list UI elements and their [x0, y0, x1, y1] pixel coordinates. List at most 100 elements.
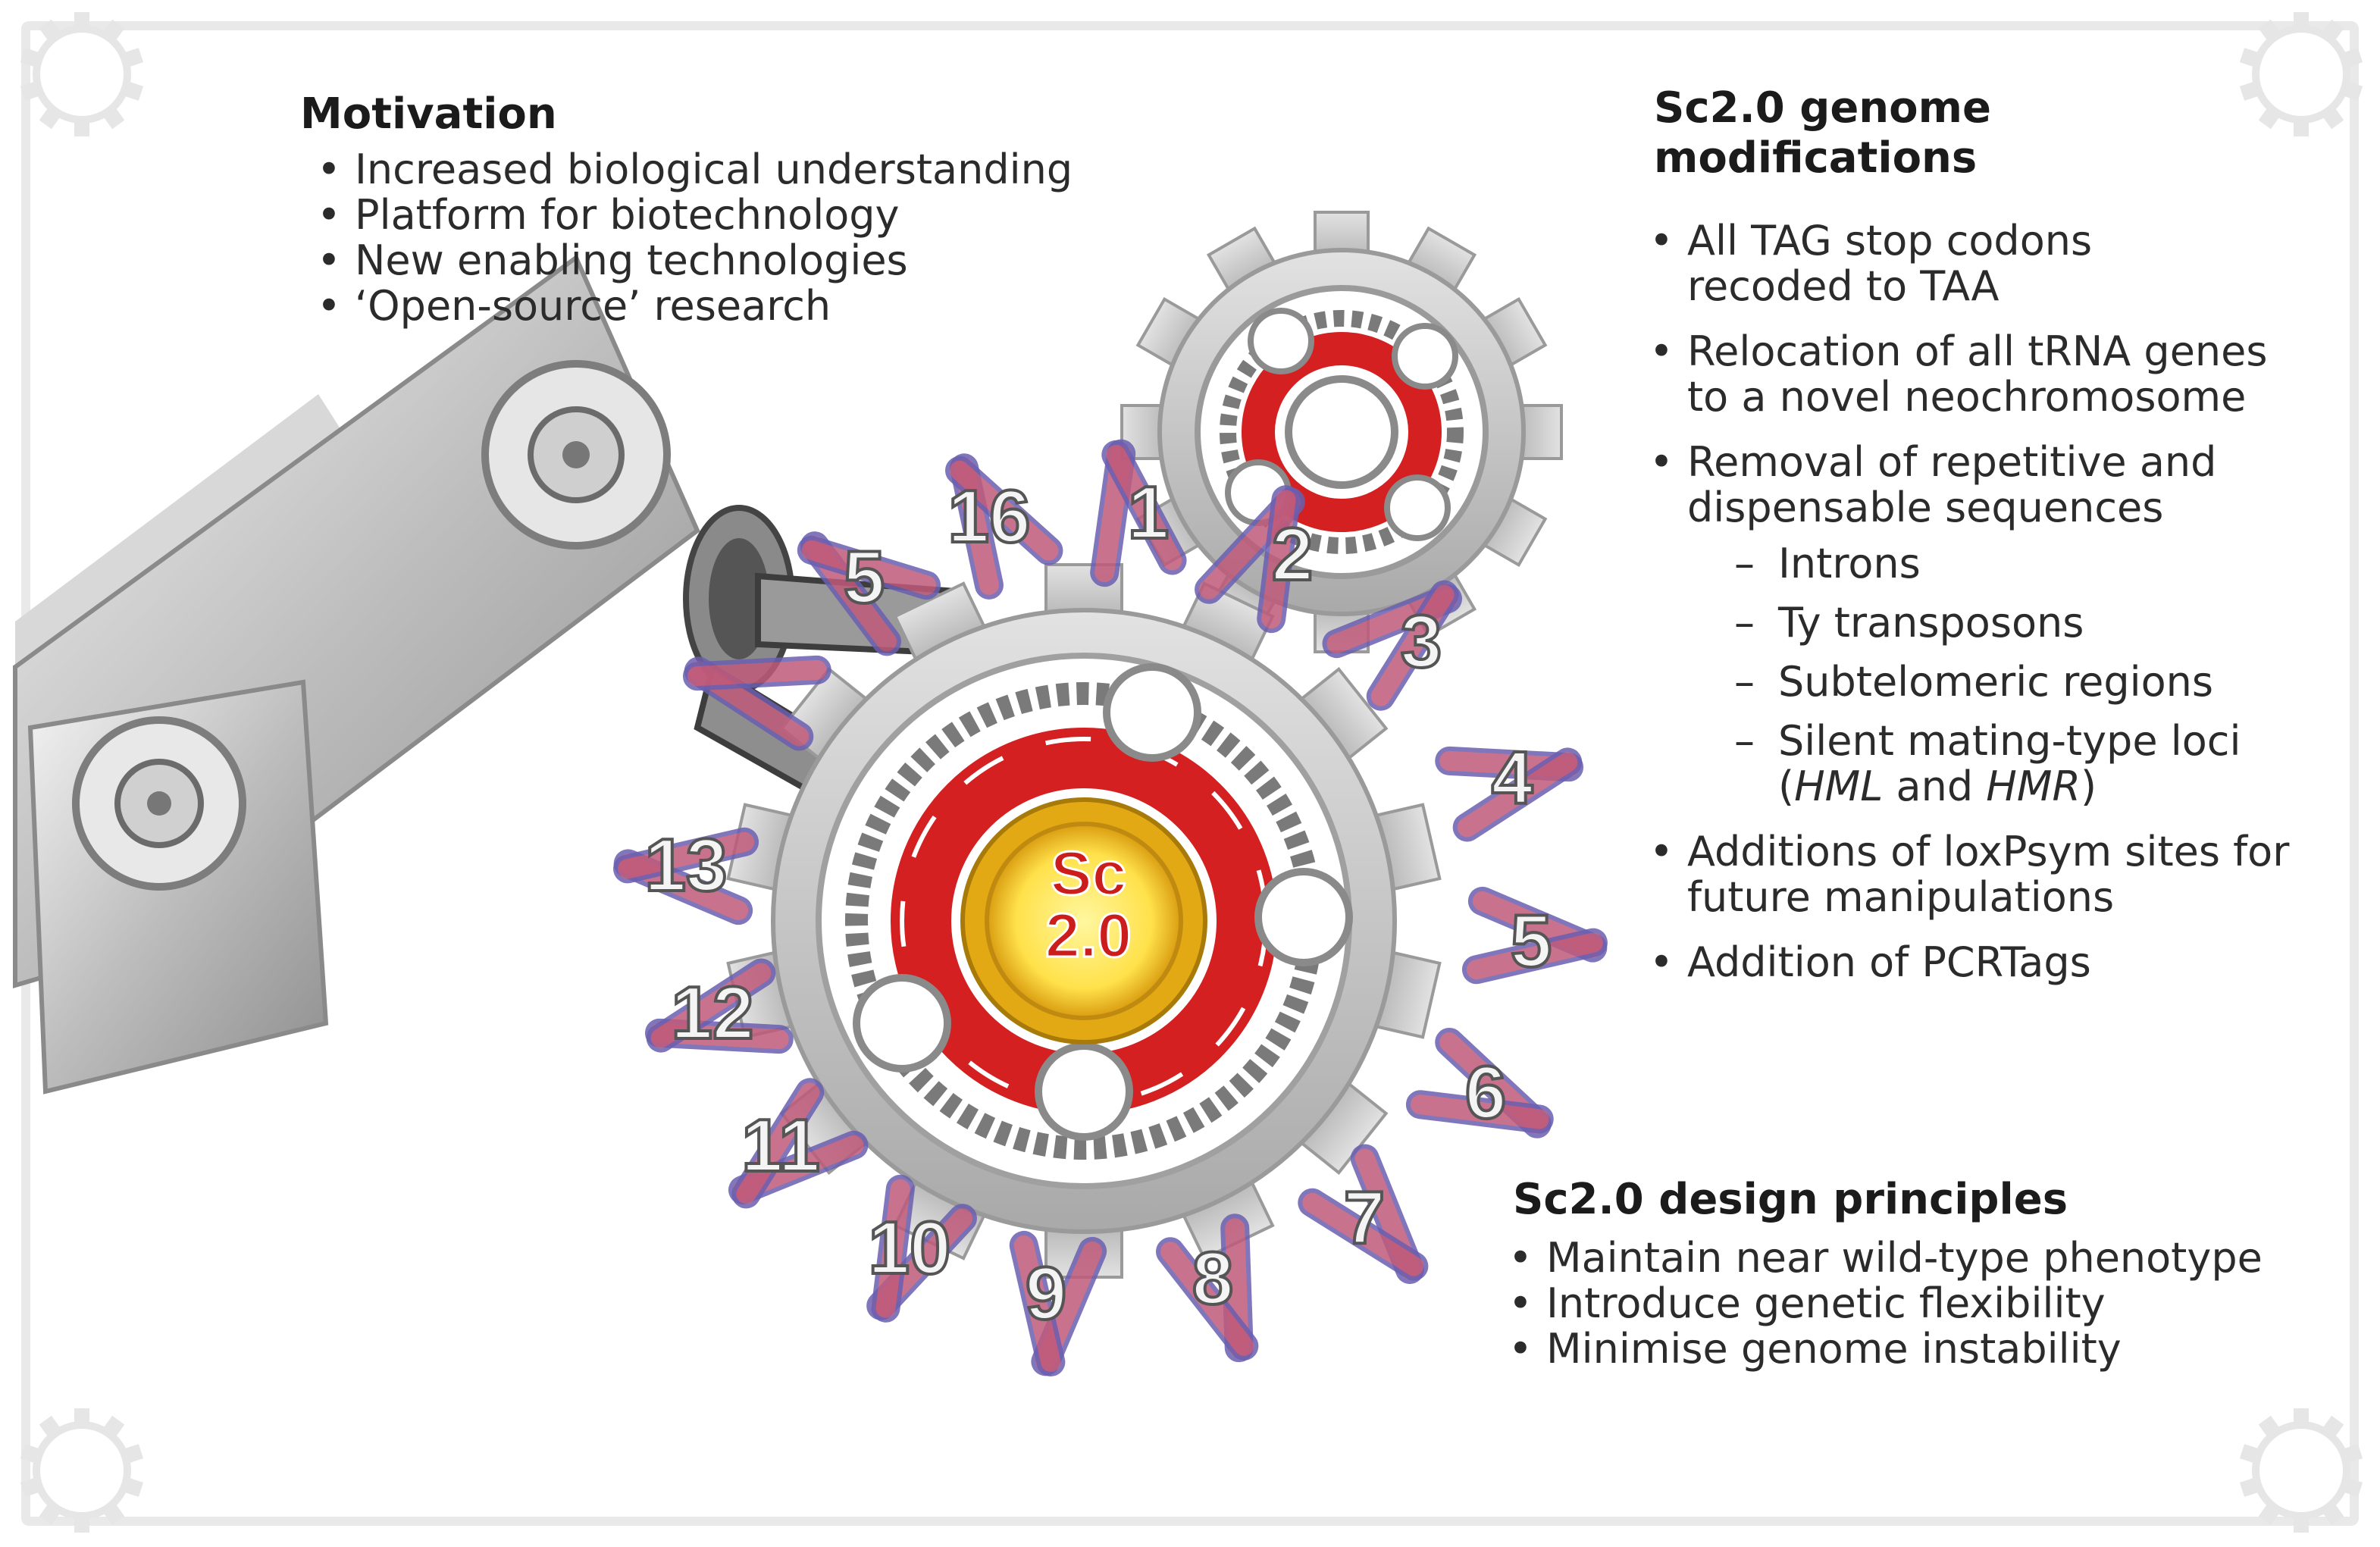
- sub-item-silent-loci: Silent mating-type loci(HML and HMR): [1734, 717, 2336, 810]
- chromosome-number-12: 12: [671, 971, 753, 1054]
- chromosome-icon: [945, 453, 1063, 600]
- chromatid: [1405, 1090, 1554, 1134]
- list-item-line2: future manipulations: [1687, 873, 2115, 921]
- chromosome-icon: [1298, 1144, 1429, 1285]
- chromosome-number-11: 11: [741, 1104, 820, 1187]
- hmr-label: HMR: [1986, 763, 2081, 810]
- corner-gear-tooth: [20, 48, 44, 69]
- removal-sublist: Introns Ty transposons Subtelomeric regi…: [1734, 541, 2336, 810]
- corner-gear-tooth: [100, 1500, 125, 1526]
- corner-gear-tooth: [2339, 48, 2363, 69]
- robotic-arm-icon: [13, 254, 1066, 1094]
- chromatid: [1009, 1230, 1066, 1376]
- corner-gear-tooth: [100, 1415, 125, 1441]
- chromosome-number-10: 10: [868, 1206, 950, 1289]
- chromatid: [646, 958, 776, 1053]
- list-item-line1: Relocation of all tRNA genes: [1687, 327, 2268, 375]
- principles-panel: Sc2.0 design principles Maintain near wi…: [1508, 1175, 2347, 1373]
- chromosome-number-1: 1: [1128, 471, 1170, 554]
- corner-gear-tooth: [2319, 19, 2344, 45]
- sub-item-ty: Ty transposons: [1734, 600, 2336, 647]
- corner-gear-tooth: [2239, 48, 2263, 69]
- corner-gear-tooth: [120, 1444, 144, 1465]
- corner-gear-tooth: [100, 104, 125, 130]
- sub-item-subtelomeric: Subtelomeric regions: [1734, 659, 2336, 706]
- chromosome-icon: [797, 531, 941, 656]
- list-item: Addition of PCRTags: [1649, 938, 2336, 986]
- chromosome-icon: [1156, 1213, 1259, 1363]
- corner-gear-tooth: [39, 19, 64, 45]
- list-item-line2: dispensable sequences: [1687, 484, 2164, 531]
- list-item-line2: recoded to TAA: [1687, 262, 2000, 310]
- chromosome-icon: [1195, 485, 1305, 634]
- corner-gear-tooth: [2239, 80, 2263, 101]
- corner-gear-tooth: [2339, 1476, 2363, 1497]
- chromosome-icon: [866, 1174, 977, 1323]
- chromatid: [682, 655, 831, 691]
- chromatid: [871, 1174, 915, 1323]
- corner-gear-tooth: [100, 19, 125, 45]
- corner-gear-tooth: [120, 1476, 144, 1497]
- chromatid: [1452, 747, 1583, 842]
- chromatid: [1461, 928, 1608, 985]
- main-gear-icon: [726, 563, 1442, 1279]
- chromosome-icon: [1009, 1230, 1107, 1376]
- sub-item-silent-line1: Silent mating-type loci: [1778, 717, 2241, 765]
- corner-gear-tooth: [39, 1415, 64, 1441]
- motivation-title: Motivation: [300, 89, 557, 139]
- corner-gear-tooth: [2258, 1415, 2283, 1441]
- list-item: Minimise genome instability: [1508, 1326, 2347, 1373]
- chromosome-number-8: 8: [1192, 1236, 1234, 1320]
- hml-label: HML: [1794, 763, 1884, 810]
- chromosome-number-4: 4: [1492, 736, 1533, 819]
- chromosome-number-15: 5: [844, 535, 885, 618]
- motivation-panel: Motivation Increased biological understa…: [300, 89, 1286, 329]
- corner-gear-tooth: [2319, 1500, 2344, 1526]
- modifications-title-line2: modifications: [1654, 133, 1978, 183]
- list-item: Relocation of all tRNA genes to a novel …: [1649, 327, 2336, 420]
- modifications-title-line1: Sc2.0 genome: [1654, 83, 1991, 133]
- corner-gear-tooth: [2294, 1513, 2309, 1533]
- corner-gear-tooth: [39, 1500, 64, 1526]
- chromosome-ring: [613, 439, 1608, 1376]
- corner-gear-tooth: [74, 12, 89, 32]
- chromosome-icon: [1090, 439, 1187, 587]
- modifications-title: Sc2.0 genome modifications: [1654, 83, 2336, 183]
- and-label: and: [1883, 763, 1987, 810]
- chromosome-number-2: 2: [1272, 512, 1314, 596]
- modifications-list: All TAG stop codons recoded to TAA Reloc…: [1649, 218, 2336, 986]
- sub-item-introns: Introns: [1734, 541, 2336, 587]
- chromosome-number-7: 7: [1344, 1176, 1386, 1259]
- list-item: ‘Open-source’ research: [317, 283, 1286, 330]
- list-item: All TAG stop codons recoded to TAA: [1649, 218, 2336, 310]
- corner-gear-tooth: [2239, 1476, 2263, 1497]
- chromosome-icon: [682, 655, 831, 751]
- close-paren: ): [2081, 763, 2097, 810]
- list-item: Introduce genetic flexibility: [1508, 1281, 2347, 1327]
- corner-gear-tooth: [2339, 80, 2363, 101]
- corner-gear-tooth: [2319, 104, 2344, 130]
- chromatid: [1298, 1188, 1429, 1281]
- chromosome-icon: [1435, 746, 1584, 842]
- list-item: Removal of repetitive and dispensable se…: [1649, 440, 2336, 810]
- list-item: Additions of loxPsym sites for future ma…: [1649, 828, 2336, 921]
- corner-gear-tooth: [2319, 1415, 2344, 1441]
- corner-gear-tooth: [20, 1444, 44, 1465]
- chromatid: [1366, 580, 1459, 711]
- chromosome-icon: [613, 827, 759, 925]
- chromosome-number-9: 9: [1026, 1251, 1067, 1335]
- list-item-line1: Addition of PCRTags: [1687, 938, 2091, 986]
- list-item: Platform for biotechnology: [317, 193, 1286, 239]
- list-item: New enabling technologies: [317, 238, 1286, 284]
- center-label-line2: 2.0: [1045, 901, 1132, 970]
- chromosome-number-3: 3: [1401, 600, 1442, 683]
- corner-gear-tooth: [2239, 1444, 2263, 1465]
- corner-gear-tooth: [2258, 1500, 2283, 1526]
- chromosome-number-5: 5: [1511, 899, 1552, 982]
- chromatid: [1156, 1237, 1259, 1361]
- chromatid: [731, 1078, 825, 1209]
- principles-title: Sc2.0 design principles: [1513, 1175, 2068, 1224]
- chromosome-icon: [644, 958, 794, 1054]
- list-item-line1: Additions of loxPsym sites for: [1687, 828, 2290, 875]
- corner-gear-tooth: [74, 117, 89, 136]
